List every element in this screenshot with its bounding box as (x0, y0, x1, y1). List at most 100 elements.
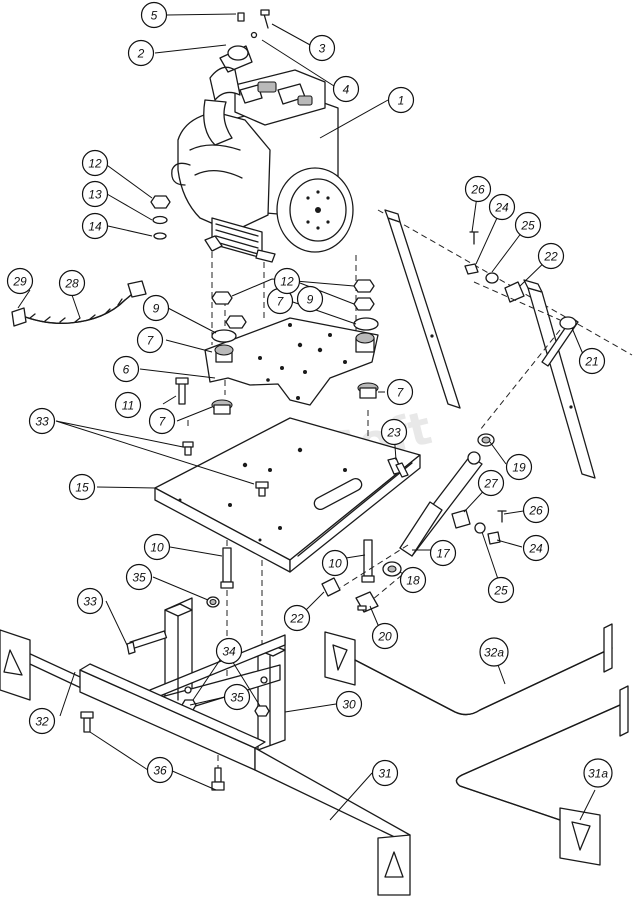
callout-number: 25 (520, 219, 535, 233)
callout-c13: 13 (81, 180, 109, 208)
strut-cylinder-part (321, 433, 507, 613)
callout-circle (142, 294, 170, 322)
callout-number: 32a (484, 646, 504, 660)
callout-circle (387, 86, 415, 114)
side-sign-bar-32a (324, 623, 613, 716)
callout-c20: 20 (371, 622, 399, 650)
callout-number: 11 (122, 399, 134, 413)
callout-number: 31 (378, 767, 391, 781)
callout-number: 30 (342, 698, 356, 712)
callout-number: 26 (528, 504, 543, 518)
callout-c17: 17 (429, 539, 457, 567)
callout-c24a: 24 (488, 193, 516, 221)
callout-circle (273, 267, 301, 295)
callout-c10b: 10 (321, 549, 349, 577)
callout-number: 9 (153, 302, 160, 316)
callout-c11: 11 (114, 391, 142, 419)
callout-c10a: 10 (143, 533, 171, 561)
callout-number: 7 (147, 334, 155, 348)
callout-c24b: 24 (522, 534, 550, 562)
callout-circle (136, 326, 164, 354)
callout-c1: 1 (387, 86, 415, 114)
callout-circle (127, 39, 155, 67)
engine-part (171, 9, 354, 263)
callout-c36: 36 (146, 756, 174, 784)
callout-number: 25 (493, 584, 508, 598)
base-frame-part (154, 417, 421, 573)
callout-c35b: 35 (223, 683, 251, 711)
callout-circle (81, 180, 109, 208)
callout-number: 15 (75, 481, 89, 495)
callout-c18: 18 (399, 566, 427, 594)
callout-c14: 14 (81, 212, 109, 240)
callout-number: 2 (137, 47, 145, 61)
callout-number: 12 (280, 275, 294, 289)
callout-c29: 29 (6, 267, 34, 295)
callout-number: 10 (150, 541, 164, 555)
callout-circle (477, 469, 505, 497)
callout-number: 21 (584, 355, 598, 369)
callout-c7d: 7 (386, 378, 414, 406)
callout-circle (76, 587, 104, 615)
callout-c5: 5 (140, 1, 168, 29)
callout-number: 5 (151, 9, 158, 23)
callout-circle (215, 637, 243, 665)
callout-circle (335, 690, 363, 718)
callout-c32: 32 (28, 707, 56, 735)
callout-number: 7 (159, 415, 167, 429)
bolt-33-lower (126, 630, 168, 655)
callout-number: 33 (83, 595, 97, 609)
callout-circle (81, 212, 109, 240)
callout-circle (114, 391, 142, 419)
callout-circle (58, 269, 86, 297)
callout-circle (578, 347, 606, 375)
callout-number: 24 (494, 201, 509, 215)
fuel-line-part (11, 280, 147, 327)
callout-circle (6, 267, 34, 295)
callout-number: 32 (35, 715, 49, 729)
callout-circle (537, 242, 565, 270)
callout-number: 24 (528, 542, 543, 556)
callout-circle (146, 756, 174, 784)
callout-number: 34 (222, 645, 236, 659)
callout-c26b: 26 (522, 496, 550, 524)
callout-c7c: 7 (148, 407, 176, 435)
callout-c25b: 25 (487, 576, 515, 604)
callout-circle (487, 576, 515, 604)
callout-number: 9 (307, 293, 314, 307)
callout-circle (125, 563, 153, 591)
callout-circle (514, 211, 542, 239)
callout-circle (371, 759, 399, 787)
callout-c4: 4 (332, 75, 360, 103)
callout-circle (308, 34, 336, 62)
engine-mount-plate (175, 317, 379, 415)
callout-c9a: 9 (142, 294, 170, 322)
callout-c2: 2 (127, 39, 155, 67)
callout-number: 35 (230, 691, 244, 705)
callout-c22b: 22 (283, 604, 311, 632)
callout-c7a: 7 (136, 326, 164, 354)
callout-circle (223, 683, 251, 711)
callout-circle (429, 539, 457, 567)
callout-circle (583, 758, 613, 788)
callout-c26a: 26 (464, 175, 492, 203)
handle-frame-part (377, 209, 633, 479)
callout-circle (68, 473, 96, 501)
callout-number: 6 (123, 363, 130, 377)
callout-c21: 21 (578, 347, 606, 375)
callout-circle (112, 355, 140, 383)
callout-circle (28, 407, 56, 435)
callout-c31: 31 (371, 759, 399, 787)
callout-number: 26 (470, 183, 485, 197)
callout-c28: 28 (58, 269, 86, 297)
callout-circle (148, 407, 176, 435)
callout-circle (143, 533, 171, 561)
callout-number: 10 (328, 557, 342, 571)
callout-number: 31a (588, 767, 608, 781)
callout-number: 13 (88, 188, 102, 202)
callout-number: 7 (397, 386, 405, 400)
callout-circle (488, 193, 516, 221)
bolt-set-10 (206, 539, 375, 608)
